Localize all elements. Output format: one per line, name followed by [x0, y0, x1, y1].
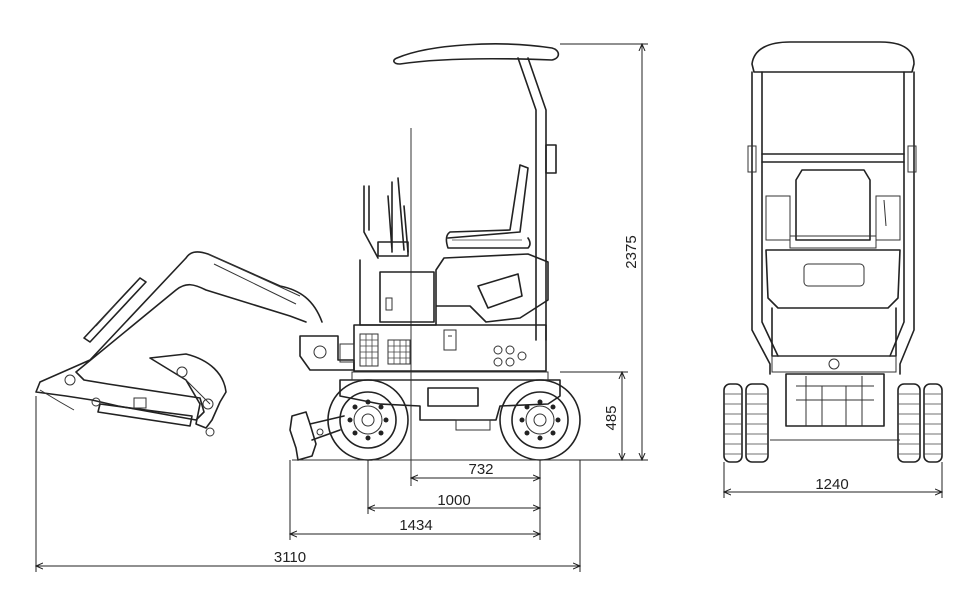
front-dimension [724, 462, 942, 498]
front-wheel [327, 379, 409, 461]
dozer-blade [289, 411, 317, 461]
bucket [149, 353, 227, 429]
swing-bracket [299, 335, 355, 371]
front-body [765, 249, 901, 309]
front-left-wheels [723, 383, 769, 463]
side-panel [379, 271, 435, 323]
dim-label-3110: 3110 [274, 549, 306, 566]
center-box [427, 387, 479, 407]
side-view [35, 43, 600, 485]
engine-window [477, 273, 523, 309]
canopy-roof [393, 43, 560, 65]
front-seat [795, 169, 871, 241]
dim-label-2375: 2375 [623, 235, 640, 268]
control-levers [363, 177, 409, 259]
front-right-wheels [897, 383, 943, 463]
canopy-bracket [545, 144, 557, 174]
dim-label-1000: 1000 [437, 492, 470, 509]
dimension-lines [36, 44, 648, 572]
dim-label-732: 732 [468, 461, 493, 478]
dim-label-485: 485 [603, 405, 620, 430]
front-canopy-frame [751, 71, 915, 375]
rear-wheel [499, 379, 581, 461]
front-undercarriage [785, 373, 885, 427]
engine-cover [359, 253, 549, 326]
vent-grille-right [387, 339, 411, 365]
vent-grille-left [359, 333, 379, 367]
main-body [353, 324, 547, 372]
dim-label-1434: 1434 [399, 517, 432, 534]
boom [35, 251, 323, 421]
bolt-cluster [493, 345, 527, 367]
front-view [723, 41, 943, 463]
seat [445, 164, 531, 249]
lever-base [377, 241, 409, 257]
front-canopy-roof [751, 41, 915, 73]
canopy-pillar [517, 57, 547, 341]
arm-cylinder [97, 403, 193, 427]
dim-label-1240: 1240 [815, 476, 848, 493]
